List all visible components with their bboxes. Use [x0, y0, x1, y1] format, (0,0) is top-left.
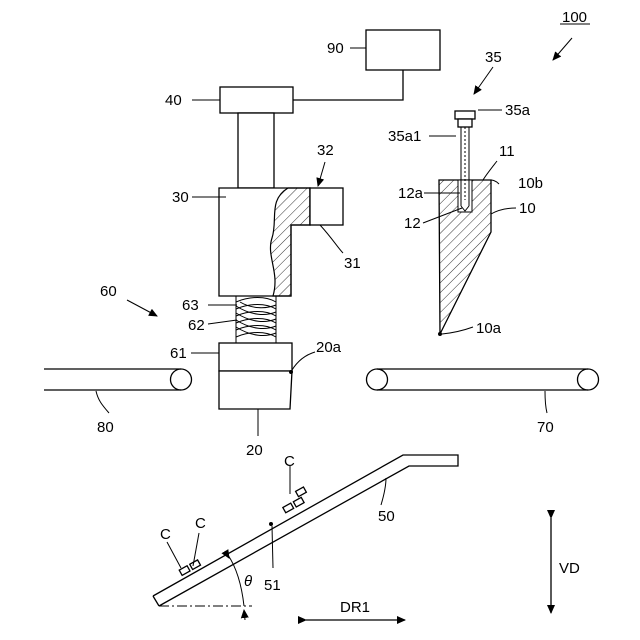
right-conveyor: [367, 369, 599, 390]
label-35a: 35a: [505, 102, 531, 119]
label-10: 10: [519, 200, 536, 217]
left-conveyor: [44, 369, 192, 390]
label-12a: 12a: [398, 185, 424, 202]
label-31: 31: [344, 255, 361, 272]
drive-shaft: [238, 113, 274, 188]
label-30: 30: [172, 189, 189, 206]
label-VD: VD: [559, 560, 580, 577]
press-head-cutaway: [270, 188, 310, 296]
label-70: 70: [537, 419, 554, 436]
label-10a: 10a: [476, 320, 502, 337]
compression-spring: [236, 298, 276, 338]
label-10b: 10b: [518, 175, 543, 192]
label-90: 90: [327, 40, 344, 57]
label-61: 61: [170, 345, 187, 362]
label-20a: 20a: [316, 339, 342, 356]
label-63: 63: [182, 297, 199, 314]
label-C-mid: C: [195, 515, 206, 532]
punch-edge-point: [289, 370, 293, 374]
label-80: 80: [97, 419, 114, 436]
controller-wire: [293, 70, 403, 100]
label-C-left: C: [160, 526, 171, 543]
pad-block: [219, 343, 292, 371]
label-40: 40: [165, 92, 182, 109]
label-C-top: C: [284, 453, 295, 470]
label-100: 100: [562, 9, 587, 26]
label-theta: θ: [244, 573, 252, 590]
blade-tip-point: [438, 332, 442, 336]
punch-block: [219, 371, 292, 409]
blade-holder: [310, 188, 343, 225]
label-11: 11: [499, 143, 515, 160]
label-50: 50: [378, 508, 395, 525]
label-35a1: 35a1: [388, 128, 421, 145]
label-51: 51: [264, 577, 281, 594]
label-12: 12: [404, 215, 421, 232]
label-DR1: DR1: [340, 599, 370, 616]
label-20: 20: [246, 442, 263, 459]
label-62: 62: [188, 317, 205, 334]
label-32: 32: [317, 142, 334, 159]
label-60: 60: [100, 283, 117, 300]
label-35: 35: [485, 49, 502, 66]
drive-unit-box: [220, 87, 293, 113]
controller-box: [366, 30, 440, 70]
